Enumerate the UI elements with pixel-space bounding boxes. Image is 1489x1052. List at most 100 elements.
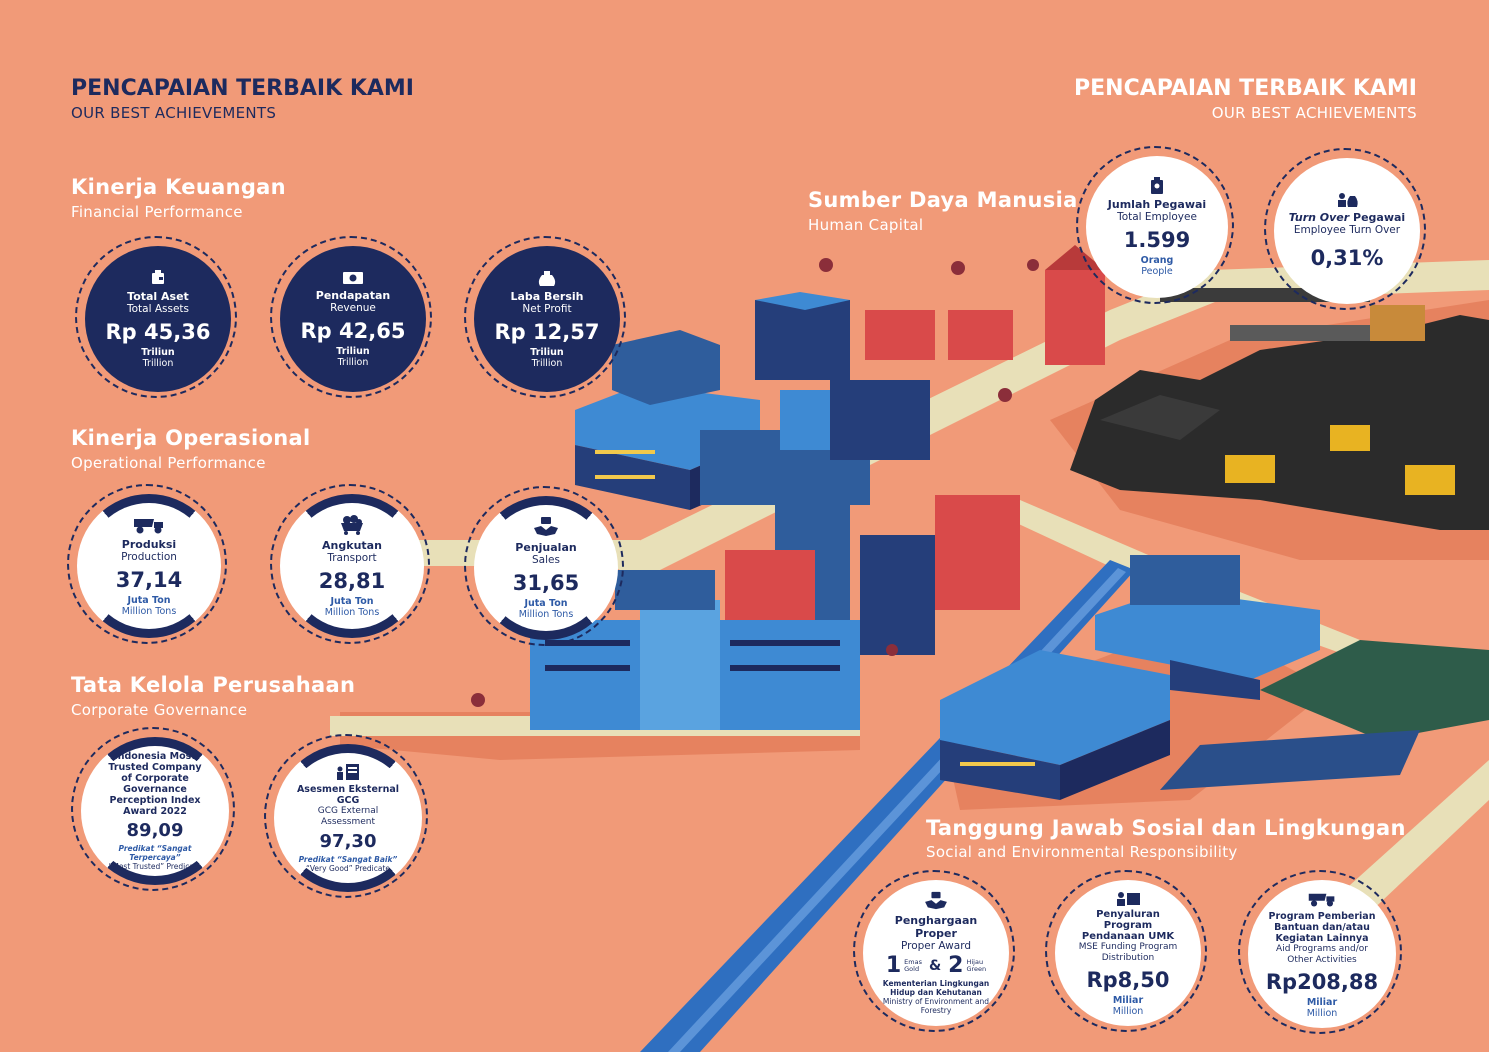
badge-net-profit: Laba Bersih Net Profit Rp 12,57 Triliun …	[464, 236, 626, 398]
dump-truck	[1225, 455, 1275, 483]
unit: Triliun	[141, 347, 175, 358]
value: 0,31%	[1310, 245, 1384, 270]
label: Angkutan	[322, 539, 382, 552]
green-label-en: Green	[966, 965, 987, 973]
road	[600, 260, 1489, 580]
unit-en: Trillion	[531, 358, 563, 369]
section-subtitle-human-capital: Human Capital	[808, 216, 924, 234]
label: Produksi	[121, 538, 177, 551]
ministry: Kementerian Lingkungan Hidup dan Kehutan…	[882, 979, 990, 997]
cash-icon	[343, 272, 363, 284]
value: Rp208,88	[1265, 969, 1379, 994]
wallet-icon	[152, 270, 164, 284]
label-en: Production	[121, 551, 177, 563]
header-subtitle-right: OUR BEST ACHIEVEMENTS	[1211, 104, 1417, 122]
ministry-en: Ministry of Environment and Forestry	[882, 997, 990, 1015]
badge-aid-programs: Program Pemberian Bantuan dan/atau Kegia…	[1238, 870, 1402, 1034]
badge-production: Produksi Production 37,14 Juta Ton Milli…	[67, 484, 227, 644]
solar-field	[1160, 730, 1420, 790]
unit: Triliun	[530, 347, 564, 358]
unit: Juta Ton	[127, 595, 171, 606]
program-subtitle: MSE Funding Program Distribution	[1078, 941, 1178, 963]
section-title-operational: Kinerja Operasional	[71, 426, 311, 450]
predicate: Predikat “Sangat Terpercaya”	[118, 844, 192, 862]
program-title: Penyaluran Program Pendanaan UMK	[1081, 908, 1175, 942]
value: Rp 45,36	[105, 320, 211, 344]
predicate-en: “Most Trusted” Predicate	[108, 862, 202, 871]
section-title-financial: Kinerja Keuangan	[71, 175, 286, 199]
section-subtitle-governance: Corporate Governance	[71, 701, 248, 719]
assessment-subtitle: GCG External Assessment	[317, 806, 379, 827]
label: Total Aset	[127, 290, 189, 303]
value: 37,14	[115, 568, 183, 592]
value: 1.599	[1123, 228, 1191, 252]
value: 89,09	[126, 820, 184, 841]
unit-en: Million	[1112, 1005, 1144, 1017]
id-badge-icon	[1151, 177, 1163, 194]
value: Rp 12,57	[494, 320, 600, 344]
assessment-title: Asesmen Eksternal GCG	[296, 784, 400, 806]
handshake-icon	[534, 517, 558, 536]
handshake-icon	[925, 891, 947, 910]
program-title: Program Pemberian Bantuan dan/atau Kegia…	[1268, 910, 1376, 944]
section-title-governance: Tata Kelola Perusahaan	[71, 673, 356, 697]
label-en: Total Assets	[126, 303, 190, 315]
unit-en: Million	[1306, 1007, 1338, 1019]
unit-en: Million Tons	[121, 606, 177, 617]
badge-total-assets: Total Aset Total Assets Rp 45,36 Triliun…	[75, 236, 237, 398]
badge-revenue: Pendapatan Revenue Rp 42,65 Triliun Tril…	[270, 236, 432, 398]
unit-en: Trillion	[142, 358, 174, 369]
red-building	[865, 245, 1105, 365]
label-en: Sales	[532, 554, 560, 566]
coal-mountain	[1070, 315, 1489, 530]
unit-en: Million Tons	[324, 607, 380, 618]
value: 31,65	[512, 571, 580, 595]
tree	[819, 258, 833, 272]
gold-count: 1	[885, 953, 902, 978]
section-subtitle-operational: Operational Performance	[71, 454, 266, 472]
plantation	[1260, 640, 1489, 740]
tree	[951, 261, 965, 275]
label-en: Revenue	[330, 302, 376, 314]
warehouse-building	[1095, 555, 1320, 700]
label-en: Net Profit	[522, 303, 572, 315]
section-title-human-capital: Sumber Daya Manusia	[808, 188, 1078, 212]
red-building	[725, 495, 1020, 620]
header-title-left: PENCAPAIAN TERBAIK KAMI	[71, 76, 414, 101]
label: Laba Bersih	[510, 290, 584, 303]
award-title: Indonesia Most Trusted Company of Corpor…	[108, 751, 202, 817]
badge-total-employee: Jumlah Pegawai Total Employee 1.599 Oran…	[1076, 146, 1234, 304]
unit-en: Million Tons	[518, 609, 574, 620]
unit-en: People	[1141, 266, 1173, 277]
dump-truck-icon	[134, 519, 163, 534]
people-money-icon	[1338, 192, 1358, 207]
section-subtitle-csr: Social and Environmental Responsibility	[926, 843, 1238, 861]
badge-mse-funding: Penyaluran Program Pendanaan UMK MSE Fun…	[1045, 870, 1207, 1032]
predicate: Predikat “Sangat Baik”	[298, 855, 398, 864]
label-en: Employee Turn Over	[1293, 223, 1401, 236]
coal-highlight	[1100, 395, 1220, 440]
people-money-icon	[1117, 891, 1140, 906]
badge-sales: Penjualan Sales 31,65 Juta Ton Million T…	[464, 486, 624, 646]
coal-cart-icon	[341, 515, 363, 535]
dump-truck	[1405, 465, 1455, 495]
badge-transport: Angkutan Transport 28,81 Juta Ton Millio…	[270, 484, 430, 644]
unit: Juta Ton	[330, 596, 374, 607]
tree	[886, 644, 898, 656]
label: Pendapatan	[315, 289, 391, 302]
label-en: Transport	[327, 552, 377, 564]
gold-label: Emas	[904, 958, 922, 966]
tree	[1027, 259, 1039, 271]
header-title-right: PENCAPAIAN TERBAIK KAMI	[1074, 76, 1417, 101]
truck-icon	[1308, 893, 1335, 906]
ampersand: &	[928, 958, 942, 974]
unit: Juta Ton	[524, 598, 568, 609]
value: Rp 42,65	[300, 319, 406, 343]
office-building	[530, 570, 860, 730]
value: 97,30	[319, 831, 377, 852]
unit: Orang	[1140, 255, 1174, 266]
